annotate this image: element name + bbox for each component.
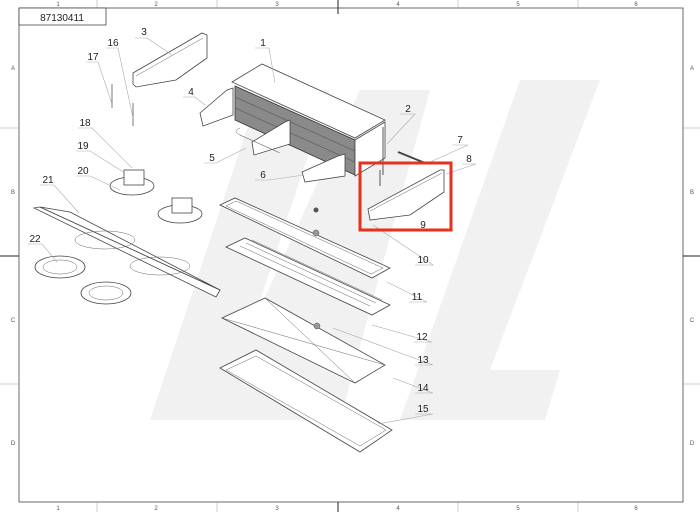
callout-13: 13 xyxy=(417,355,429,366)
callout-6: 6 xyxy=(260,170,266,181)
part-5-side-plate xyxy=(235,119,291,156)
row-ref: A xyxy=(11,66,15,72)
column-ref: 6 xyxy=(634,2,638,8)
row-ref: B xyxy=(690,190,694,196)
callout-11: 11 xyxy=(412,292,423,303)
callout-19: 19 xyxy=(77,141,89,152)
callout-22: 22 xyxy=(29,234,41,245)
column-ref: 5 xyxy=(516,506,520,512)
row-ref: B xyxy=(11,190,15,196)
column-ref: 4 xyxy=(396,506,400,512)
callout-14: 14 xyxy=(417,383,429,394)
part-3-bracket xyxy=(132,32,208,88)
part-22-fan-guards xyxy=(34,255,132,305)
part-21-fan-shroud xyxy=(32,206,221,298)
callout-5: 5 xyxy=(209,153,215,164)
callout-labels: 1 2 3 4 5 6 7 8 9 10 11 12 13 14 15 16 1… xyxy=(29,27,472,415)
part-11-heater xyxy=(225,237,391,316)
part-10-drip-tray xyxy=(219,197,391,279)
column-ref: 2 xyxy=(154,2,158,8)
callout-12: 12 xyxy=(416,332,428,343)
callout-4: 4 xyxy=(188,87,194,98)
part-8-9-side-plate xyxy=(367,169,445,221)
row-ref: C xyxy=(690,318,695,324)
part-4-side-plate xyxy=(199,87,234,127)
callout-7: 7 xyxy=(457,135,463,146)
row-ref: A xyxy=(690,66,694,72)
highlight-box xyxy=(358,161,453,232)
callout-10: 10 xyxy=(417,255,429,266)
column-ref: 6 xyxy=(634,506,638,512)
column-ref: 4 xyxy=(396,2,400,8)
part-18-19-20-fan-motor xyxy=(109,169,203,224)
callout-9: 9 xyxy=(420,220,426,231)
callout-2: 2 xyxy=(405,104,411,115)
column-refs-top: 1 2 3 4 5 6 xyxy=(56,2,638,8)
callout-3: 3 xyxy=(141,27,147,38)
row-refs-left: A B C D xyxy=(11,66,16,447)
column-ref: 3 xyxy=(275,2,279,8)
row-ref: D xyxy=(690,441,695,447)
row-refs-right: A B C D xyxy=(690,66,695,447)
callout-21: 21 xyxy=(42,175,54,186)
callout-16: 16 xyxy=(107,38,119,49)
part-number-box: 87130411 xyxy=(18,7,107,26)
callout-17: 17 xyxy=(87,52,99,63)
callout-8: 8 xyxy=(466,154,472,165)
part-number: 87130411 xyxy=(40,13,84,24)
column-ref: 2 xyxy=(154,506,158,512)
leader-lines xyxy=(28,37,477,425)
column-ref: 5 xyxy=(516,2,520,8)
column-ref: 3 xyxy=(275,506,279,512)
row-ref: D xyxy=(11,441,16,447)
part-12-13-tray xyxy=(221,297,386,384)
callout-15: 15 xyxy=(417,404,429,415)
column-ref: 1 xyxy=(56,2,60,8)
callout-20: 20 xyxy=(77,166,89,177)
column-ref: 1 xyxy=(56,506,60,512)
part-6-side-plate xyxy=(301,153,346,183)
row-ref: C xyxy=(11,318,16,324)
part-14-15-cover xyxy=(219,349,393,453)
part-16-17-screws xyxy=(111,84,134,126)
callout-18: 18 xyxy=(79,118,91,129)
callout-1: 1 xyxy=(260,38,266,49)
part-1-evaporator-coil xyxy=(231,63,386,177)
part-7-rod xyxy=(397,151,426,164)
column-refs-bottom: 1 2 3 4 5 6 xyxy=(56,506,638,512)
